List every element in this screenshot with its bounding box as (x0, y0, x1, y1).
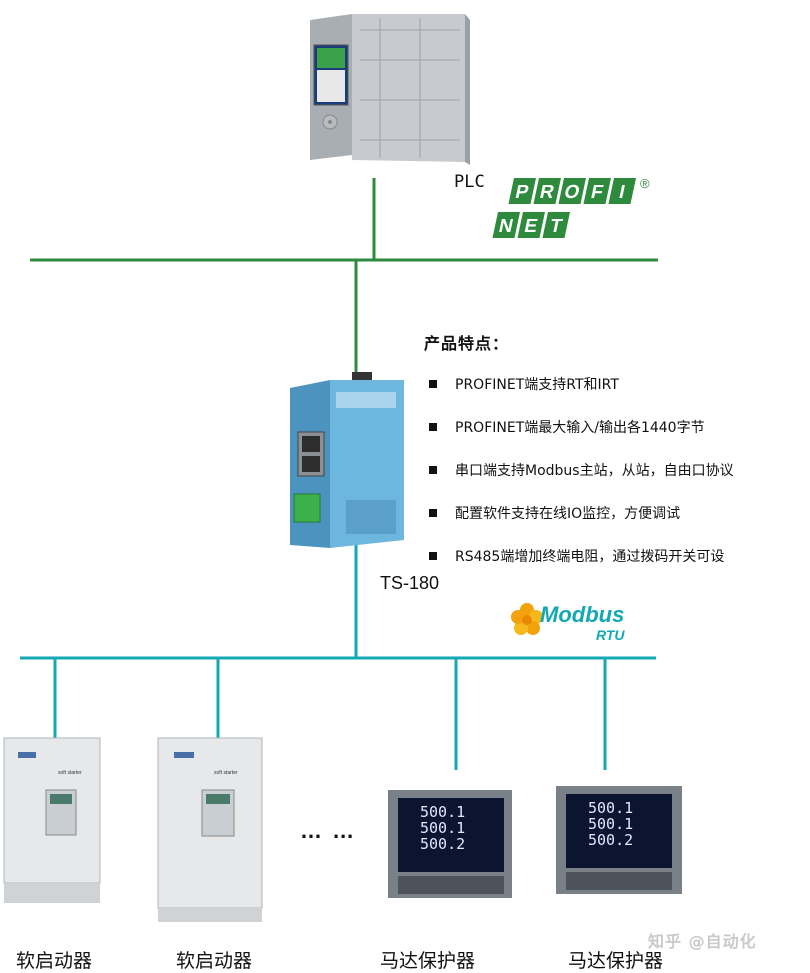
modbus-logo-word: Modbus (540, 602, 625, 627)
soft-starter-1-brand: soft starter (58, 770, 82, 776)
plc-image (310, 14, 470, 165)
gateway-image (290, 372, 404, 548)
feature-item: 配置软件支持在线IO监控，方便调试 (424, 491, 810, 534)
gateway-label: TS-180 (380, 573, 440, 593)
profinet-registered-mark: ® (640, 176, 650, 191)
profinet-letter-box (533, 178, 561, 204)
device-label-3: 马达保护器 (380, 950, 476, 972)
profinet-bus (30, 178, 658, 372)
profinet-letter-box (608, 178, 636, 204)
soft-starter-2-image (157, 737, 263, 922)
features-panel: 产品特点： PROFINET端支持RT和IRT PROFINET端最大输入/输出… (424, 330, 810, 577)
feature-item: PROFINET端最大输入/输出各1440字节 (424, 405, 810, 448)
bullet-icon (429, 465, 437, 474)
profinet-letter: O (562, 182, 581, 203)
profinet-letter-box (558, 178, 586, 204)
profinet-letter: P (513, 182, 530, 203)
profinet-letter-box (508, 178, 536, 204)
bullet-icon (429, 508, 437, 517)
motor-protector-1-image (388, 790, 512, 898)
profinet-letter-box (492, 212, 520, 238)
more-devices-ellipsis: … … (300, 818, 357, 843)
profinet-letter: R (538, 182, 556, 203)
motor-protector-2-image (556, 786, 682, 894)
features-title: 产品特点： (424, 334, 510, 353)
profinet-letter-box (542, 212, 570, 238)
feature-item: 串口端支持Modbus主站，从站，自由口协议 (424, 448, 810, 491)
device-label-2: 软启动器 (176, 950, 253, 972)
device-label-1: 软启动器 (16, 950, 93, 972)
device-label-4: 马达保护器 (568, 950, 664, 972)
profinet-letter: N (497, 216, 515, 237)
soft-starter-2-brand: soft starter (214, 770, 238, 776)
feature-item: RS485端增加终端电阻，通过拨码开关可设 (424, 534, 810, 577)
profinet-letter: E (522, 216, 539, 237)
profinet-letter-box (583, 178, 611, 204)
profinet-letter-box (517, 212, 545, 238)
bullet-icon (429, 551, 437, 560)
bullet-icon (429, 422, 437, 431)
feature-item: PROFINET端支持RT和IRT (424, 362, 810, 405)
plc-label: PLC (454, 172, 485, 192)
bullet-icon (429, 379, 437, 388)
profinet-letter: I (617, 182, 627, 203)
profinet-letter: T (548, 216, 564, 237)
modbus-bus (20, 545, 656, 770)
modbus-flower-icon (511, 603, 543, 635)
watermark: 知乎 @自动化 (648, 932, 757, 951)
modbus-logo-sub: RTU (596, 627, 625, 643)
soft-starter-1-image (3, 737, 101, 903)
profinet-letter: F (589, 182, 605, 203)
